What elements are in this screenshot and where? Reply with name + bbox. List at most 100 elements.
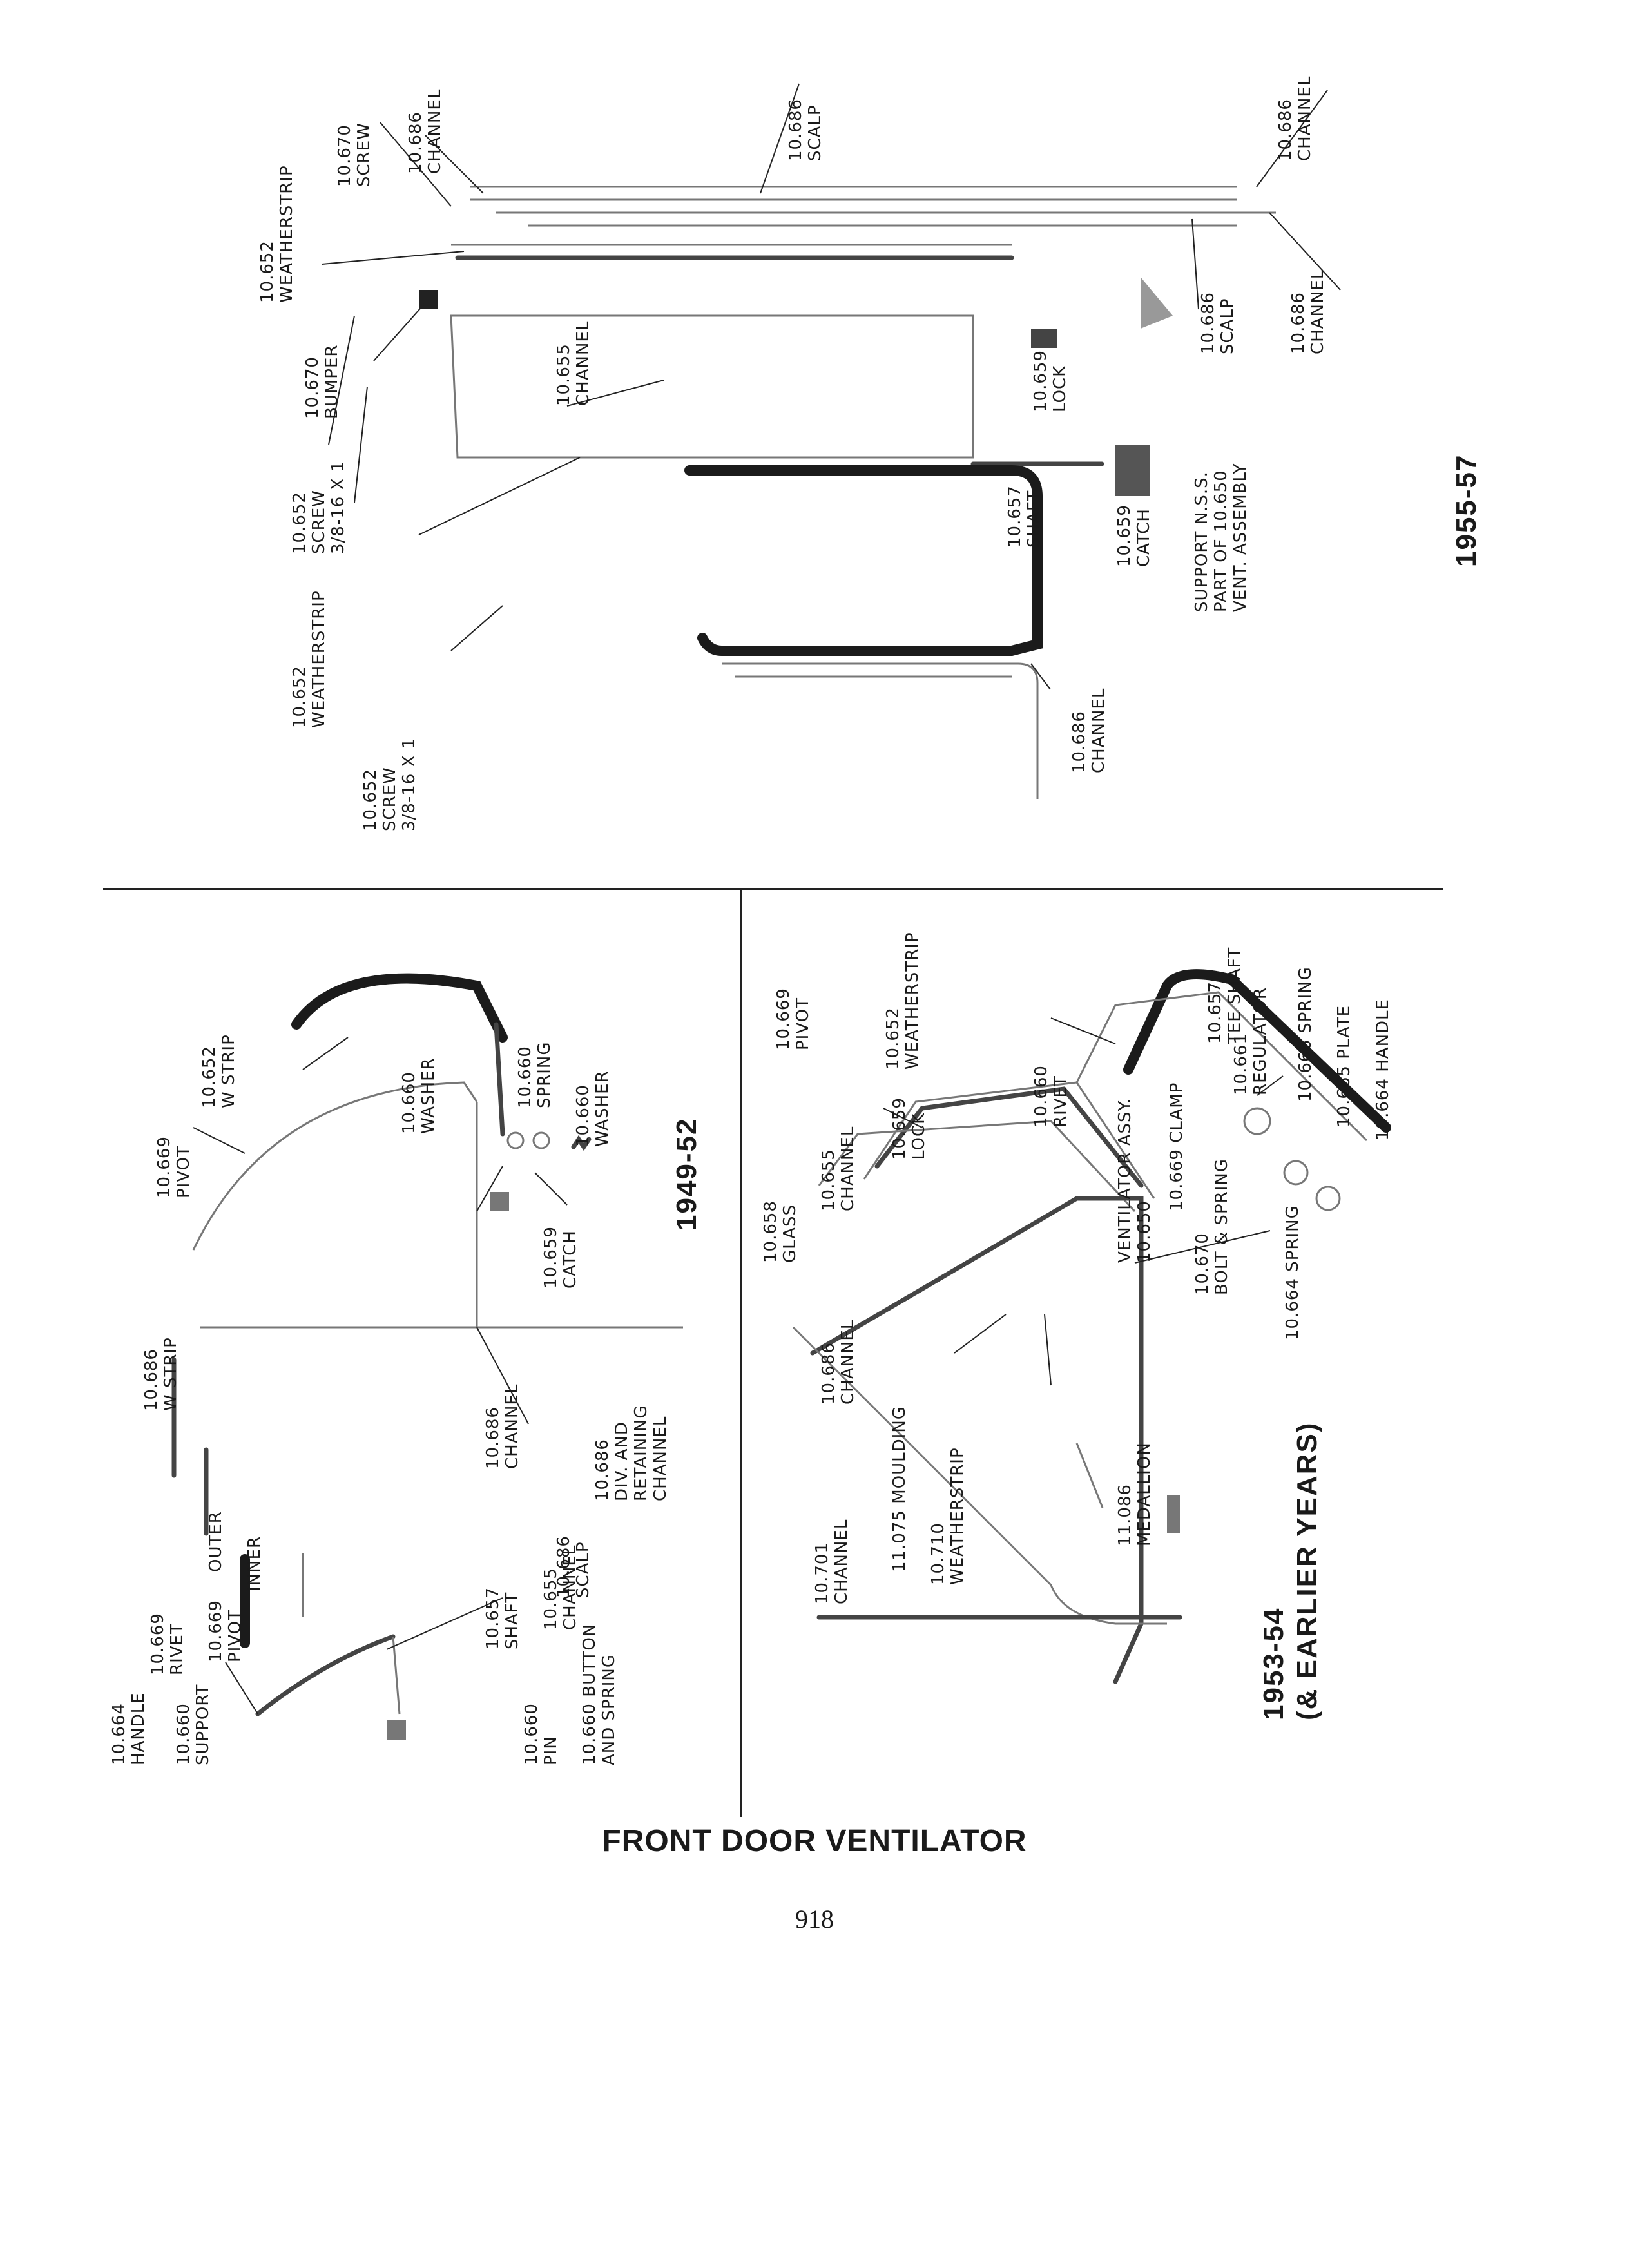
leader-line <box>1044 1314 1052 1386</box>
window-frame-inner <box>792 1326 1167 1625</box>
divider-vertical <box>740 889 742 1817</box>
leader-line <box>302 1037 349 1070</box>
channel-frame <box>450 314 974 459</box>
leader-line <box>1269 212 1341 291</box>
leader-line <box>534 1172 568 1206</box>
label-inner: INNER <box>245 1535 264 1591</box>
year-1949-52: 1949-52 <box>671 1117 702 1231</box>
weatherstrip-u <box>684 465 1043 656</box>
weatherstrip-vent <box>1123 969 1391 1133</box>
panel-1949-52-parts <box>171 973 683 1740</box>
panel-1955-57-parts <box>322 83 1341 799</box>
label-moulding: 11.075 MOULDING <box>890 1406 909 1572</box>
divider-horizontal <box>103 888 1443 890</box>
w-strip-curve <box>291 973 508 1043</box>
lower-vent-curve <box>255 1634 396 1716</box>
medallion-part <box>1167 1495 1180 1533</box>
leader-line <box>954 1314 1007 1354</box>
leader-line <box>380 122 452 207</box>
vent-frame-top <box>1075 991 1368 1142</box>
year-1953-54: 1953-54(& EARLIER YEARS) <box>1258 1421 1323 1720</box>
handle-part <box>1315 1186 1341 1211</box>
leader-line <box>450 605 503 651</box>
leader-line <box>883 1108 923 1128</box>
vent-frame-curve <box>192 1081 478 1251</box>
w-strip-end <box>494 1022 505 1137</box>
label-plate: 10.665 PLATE <box>1335 1004 1354 1128</box>
leader-line <box>425 135 484 194</box>
plate-part <box>1283 1160 1309 1186</box>
lower-channel <box>722 662 1039 799</box>
leader-line <box>328 315 355 445</box>
leader-line <box>1256 90 1328 187</box>
leader-line <box>418 457 581 535</box>
label-spring-664: 10.664 SPRING <box>1283 1205 1302 1340</box>
scalp-part <box>1141 277 1173 329</box>
lower-vent-edge <box>392 1636 401 1715</box>
year-1955-57: 1955-57 <box>1451 454 1482 567</box>
label-outer: OUTER <box>206 1511 226 1572</box>
leader-line <box>476 1166 503 1212</box>
leader-line <box>354 386 368 503</box>
label-spring-666: 10.666 SPRING <box>1296 966 1315 1102</box>
channel-vent-edge <box>863 1081 1155 1199</box>
channel-vent <box>874 1086 1144 1188</box>
panel-1953-54-parts <box>792 969 1391 1684</box>
leader-line <box>386 1597 503 1650</box>
leader-line <box>322 251 465 265</box>
label-ventilator-number: 10.650 <box>1135 1200 1154 1263</box>
catch-part <box>490 1192 509 1211</box>
leader-line <box>566 380 664 407</box>
glass-part <box>818 1120 1136 1213</box>
regulator-part <box>1243 1107 1271 1135</box>
moulding-part <box>1075 1443 1104 1508</box>
leader-line <box>760 83 800 194</box>
washer-part <box>506 1131 525 1149</box>
leader-line <box>1030 663 1051 690</box>
leader-line <box>1050 1017 1116 1044</box>
page-title: FRONT DOOR VENTILATOR <box>602 1824 1027 1858</box>
label-clamp: 10.669 CLAMP <box>1167 1082 1186 1211</box>
window-frame <box>810 1196 1144 1684</box>
